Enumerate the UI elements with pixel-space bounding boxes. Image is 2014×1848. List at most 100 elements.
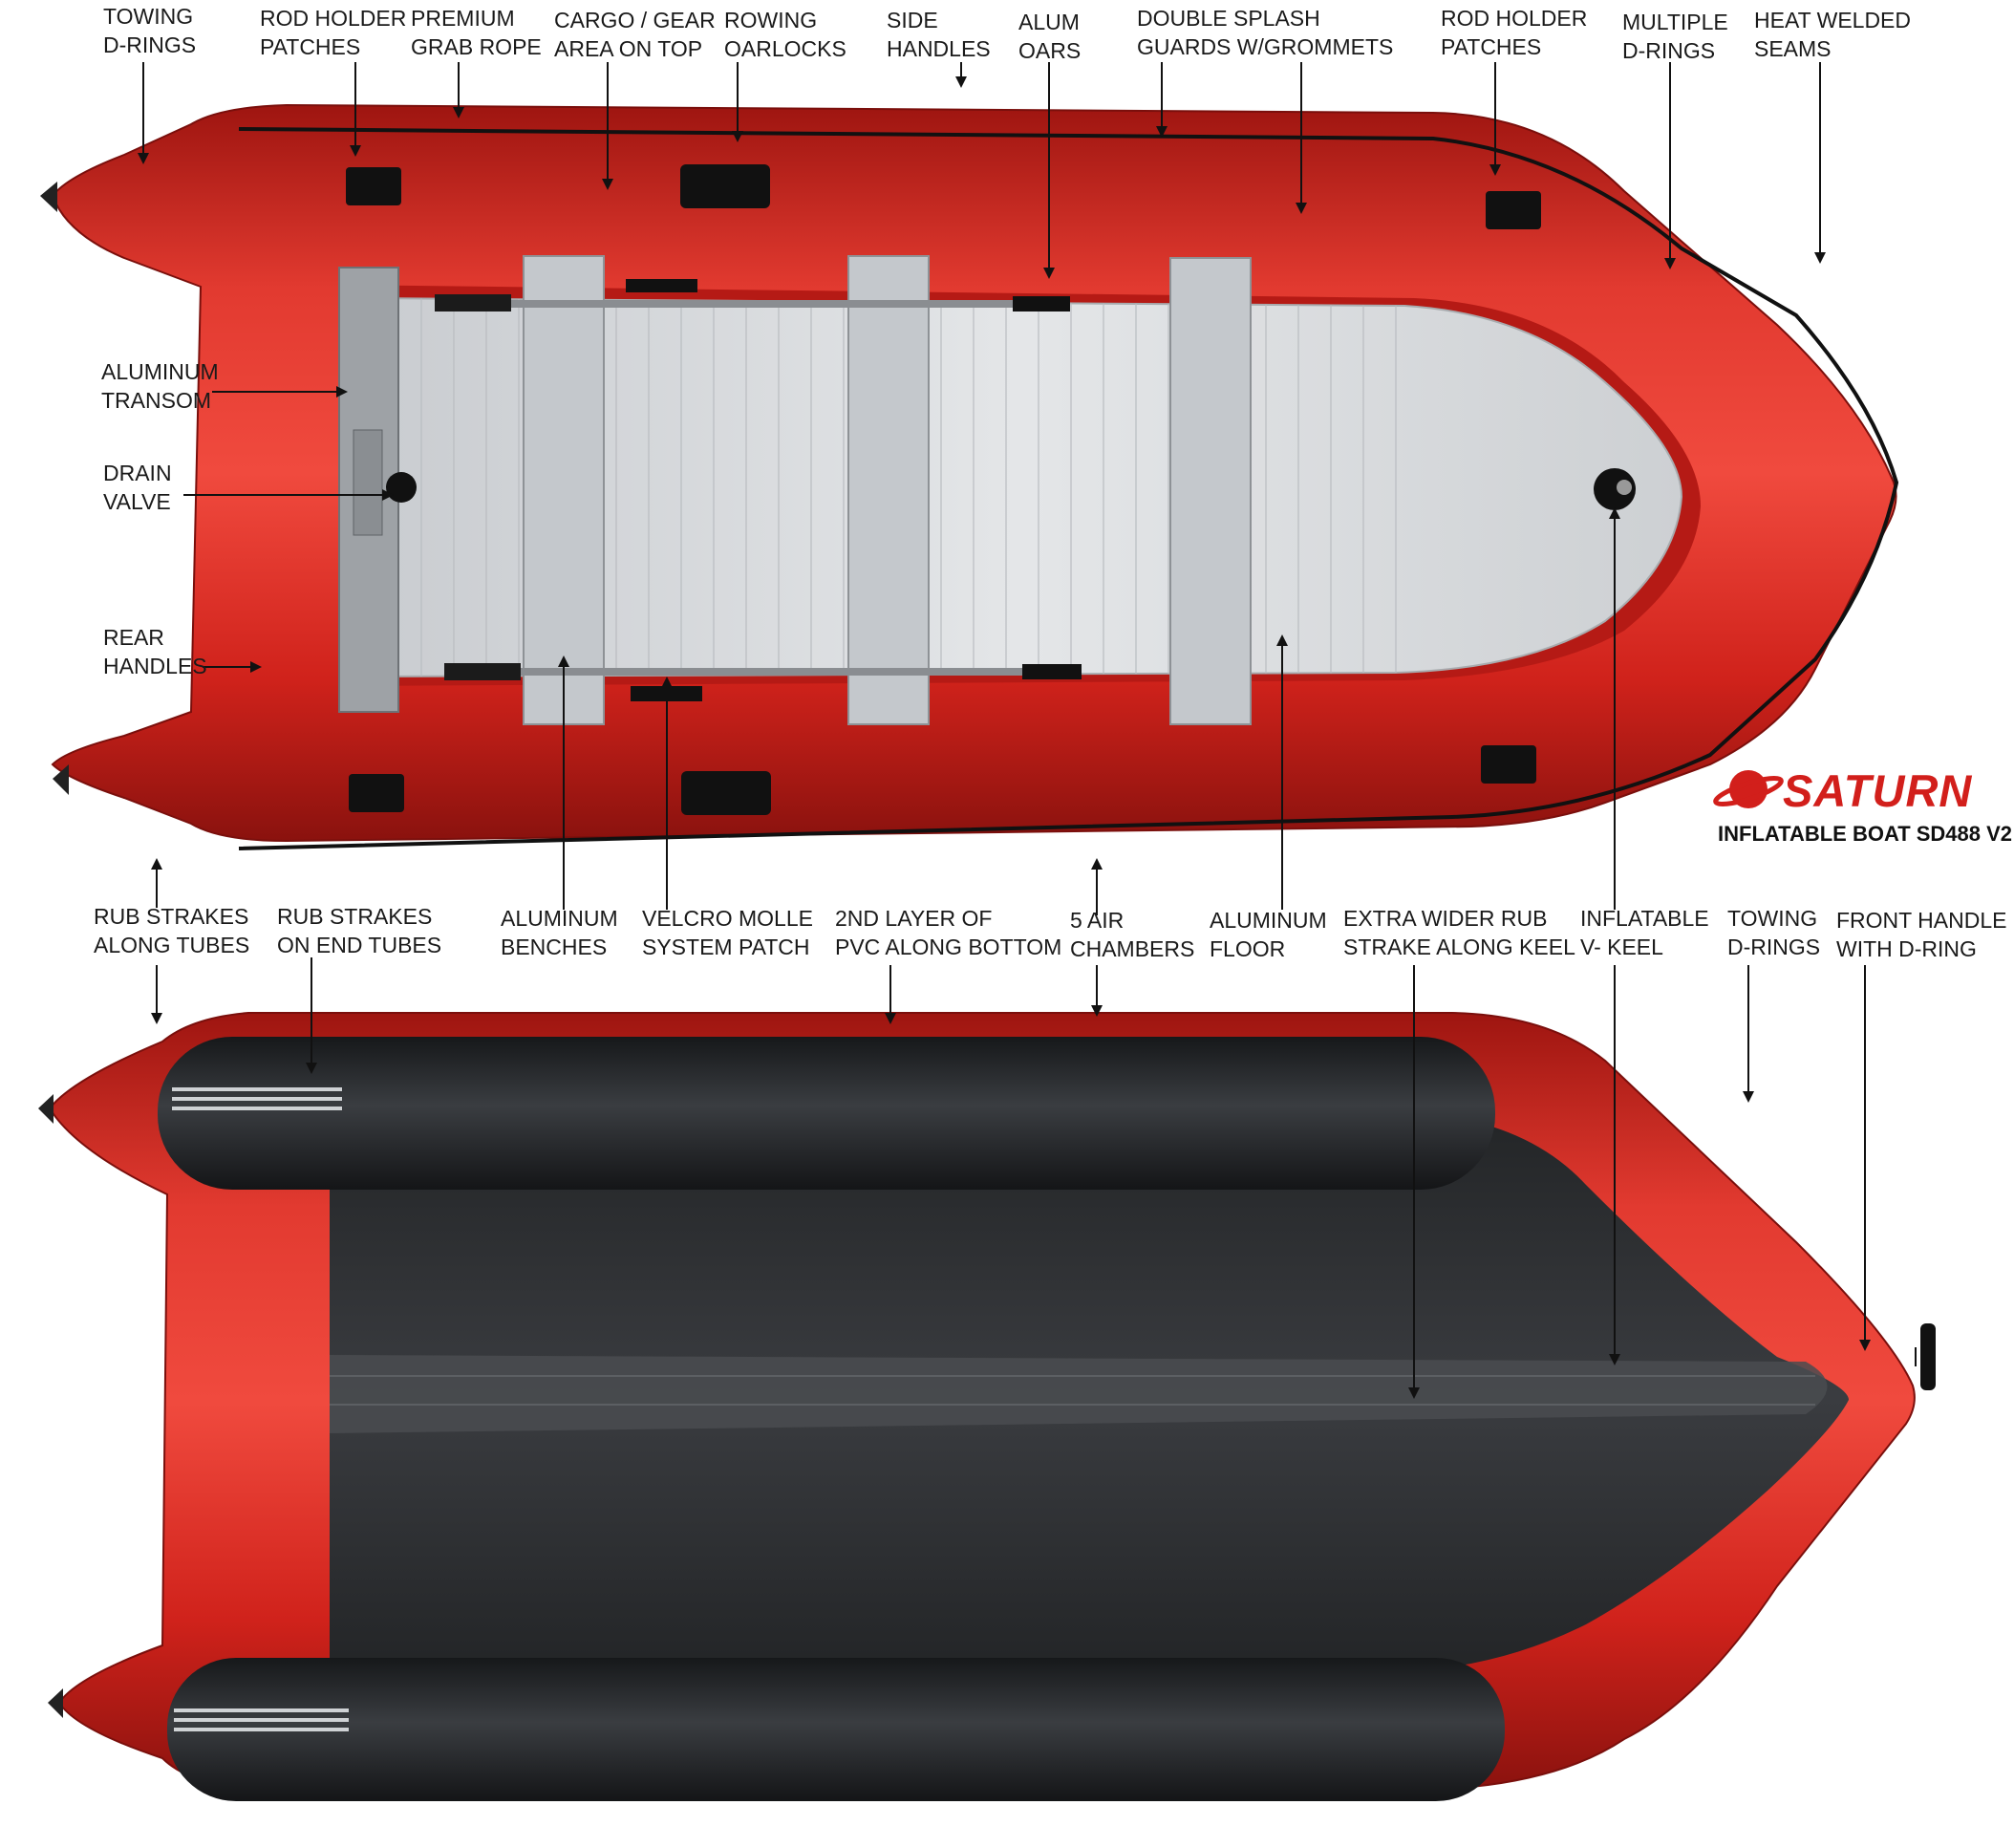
top-view-boat — [40, 103, 1899, 850]
label-towing-d-rings-top: TOWING D-RINGS — [103, 2, 196, 59]
label-line: ROD HOLDER — [260, 6, 407, 31]
label-rod-holder-patches-2: ROD HOLDER PATCHES — [1441, 4, 1587, 61]
label-rod-holder-patches-1: ROD HOLDER PATCHES — [260, 4, 406, 61]
keel-rub-strake — [330, 1355, 1828, 1433]
label-rub-strakes-along-tubes: RUB STRAKES ALONG TUBES — [94, 902, 249, 959]
label-line: ALONG TUBES — [94, 933, 250, 957]
label-multiple-d-rings: MULTIPLE D-RINGS — [1622, 8, 1728, 65]
label-rowing-oarlocks: ROWING OARLOCKS — [724, 6, 846, 63]
label-line: TRANSOM — [101, 388, 211, 413]
label-five-air-chambers: 5 AIR CHAMBERS — [1070, 906, 1194, 963]
label-line: EXTRA WIDER RUB — [1343, 906, 1548, 931]
label-line: OARLOCKS — [724, 36, 846, 61]
label-line: DOUBLE SPLASH — [1137, 6, 1320, 31]
label-extra-wider-rub-strake: EXTRA WIDER RUB STRAKE ALONG KEEL — [1343, 904, 1575, 961]
label-alum-oars: ALUM OARS — [1018, 8, 1081, 65]
rod-holder-bottom-1 — [349, 774, 404, 812]
bottom-view-boat — [38, 1012, 1936, 1801]
label-line: REAR — [103, 625, 164, 650]
label-premium-grab-rope: PREMIUM GRAB ROPE — [411, 4, 542, 61]
rod-holder-top-2 — [1486, 191, 1541, 229]
oarlock-bottom — [681, 771, 771, 815]
label-aluminum-floor: ALUMINUM FLOOR — [1210, 906, 1327, 963]
label-line: ALUMINUM — [1210, 908, 1327, 933]
label-line: RUB STRAKES — [277, 904, 433, 929]
callout-lines — [142, 62, 1917, 1395]
label-line: HANDLES — [887, 36, 991, 61]
label-line: DRAIN — [103, 461, 172, 485]
label-line: BENCHES — [501, 935, 608, 959]
rub-strake-end-tubes — [172, 1087, 349, 1731]
label-line: INFLATABLE — [1580, 906, 1709, 931]
keel-valve — [1594, 468, 1636, 510]
brand-name: SATURN — [1783, 765, 1973, 816]
label-line: FLOOR — [1210, 936, 1286, 961]
label-cargo-gear-area: CARGO / GEAR AREA ON TOP — [554, 6, 716, 63]
label-front-handle-d-ring: FRONT HANDLE WITH D-RING — [1836, 906, 2007, 963]
label-line: ON END TUBES — [277, 933, 442, 957]
label-line: D-RINGS — [103, 32, 197, 57]
label-line: HEAT WELDED — [1754, 8, 1912, 32]
label-heat-welded-seams: HEAT WELDED SEAMS — [1754, 6, 1911, 63]
rod-holder-top-1 — [346, 167, 401, 205]
black-tube-bottom — [167, 1658, 1505, 1801]
label-line: FRONT HANDLE — [1836, 908, 2007, 933]
rod-holder-bottom-2 — [1481, 745, 1536, 784]
drain-valve-fitting — [386, 472, 417, 503]
saturn-logo-icon — [1713, 770, 1784, 808]
label-rub-strakes-end-tubes: RUB STRAKES ON END TUBES — [277, 902, 441, 959]
brand-model: INFLATABLE BOAT SD488 V2 — [1718, 822, 2013, 846]
label-line: WITH D-RING — [1836, 936, 1977, 961]
label-line: 5 AIR — [1070, 908, 1125, 933]
label-line: HANDLES — [103, 654, 207, 678]
label-line: D-RINGS — [1622, 38, 1716, 63]
label-line: AREA ON TOP — [554, 36, 703, 61]
label-line: VELCRO MOLLE — [642, 906, 813, 931]
label-line: SIDE — [887, 8, 938, 32]
aluminum-bench-1 — [523, 255, 605, 725]
label-drain-valve: DRAIN VALVE — [103, 459, 172, 516]
grab-rope — [238, 127, 1899, 850]
label-line: ALUMINUM — [101, 359, 219, 384]
label-line: ROD HOLDER — [1441, 6, 1588, 31]
callout-arrowheads — [138, 76, 1871, 1399]
label-line: PATCHES — [1441, 34, 1542, 59]
label-double-splash-guards: DOUBLE SPLASH GUARDS W/GROMMETS — [1137, 4, 1393, 61]
label-line: CARGO / GEAR — [554, 8, 716, 32]
aluminum-bench-2 — [847, 255, 930, 725]
label-line: OARS — [1018, 38, 1082, 63]
label-line: TOWING — [1727, 906, 1818, 931]
label-line: PATCHES — [260, 34, 361, 59]
black-tube-top — [158, 1037, 1495, 1190]
label-line: STRAKE ALONG KEEL — [1343, 935, 1575, 959]
label-towing-d-rings-bottom: TOWING D-RINGS — [1727, 904, 1820, 961]
label-side-handles: SIDE HANDLES — [887, 6, 991, 63]
label-line: SEAMS — [1754, 36, 1832, 61]
front-handle — [1920, 1323, 1936, 1390]
label-line: SYSTEM PATCH — [642, 935, 810, 959]
label-rear-handles: REAR HANDLES — [103, 623, 207, 680]
label-line: GUARDS W/GROMMETS — [1137, 34, 1394, 59]
label-line: TOWING — [103, 4, 194, 29]
label-line: D-RINGS — [1727, 935, 1821, 959]
label-line: RUB STRAKES — [94, 904, 249, 929]
label-line: GRAB ROPE — [411, 34, 542, 59]
alum-oars-pair — [435, 294, 1082, 680]
label-line: CHAMBERS — [1070, 936, 1195, 961]
label-line: 2ND LAYER OF — [835, 906, 993, 931]
label-line: ALUM — [1018, 10, 1080, 34]
label-aluminum-transom: ALUMINUM TRANSOM — [101, 357, 219, 415]
label-line: PREMIUM — [411, 6, 515, 31]
aluminum-bench-3 — [1169, 257, 1252, 725]
label-line: ALUMINUM — [501, 906, 618, 931]
label-aluminum-benches: ALUMINUM BENCHES — [501, 904, 618, 961]
label-line: VALVE — [103, 489, 171, 514]
label-line: MULTIPLE — [1622, 10, 1728, 34]
label-line: ROWING — [724, 8, 818, 32]
label-velcro-molle-patch: VELCRO MOLLE SYSTEM PATCH — [642, 904, 813, 961]
oarlock-top — [680, 164, 770, 208]
